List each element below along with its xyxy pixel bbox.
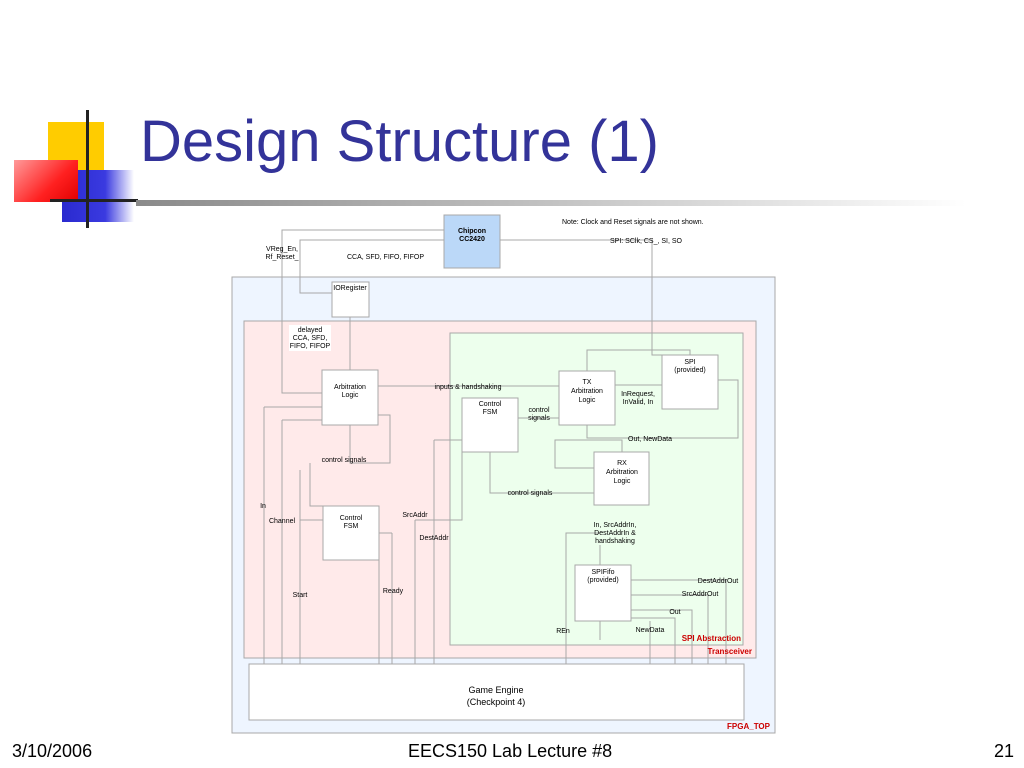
inrequest-label-1: InRequest, [621, 391, 655, 398]
game-engine-label-1: Game Engine [468, 685, 523, 695]
out-label: Out [669, 609, 680, 616]
ready-label: Ready [383, 588, 404, 595]
rx-arbitration-label-3: Logic [614, 478, 631, 485]
start-label: Start [293, 592, 308, 599]
arbitration-logic-label-1: Arbitration [334, 384, 366, 391]
in-srcaddrin-label-1: In, SrcAddrIn, [594, 522, 637, 529]
spififo-label-1: SPIFifo [592, 569, 615, 576]
chipcon-block [443, 214, 501, 269]
vreg-label-2: Rf_Reset_ [265, 254, 298, 261]
delayed-label-3: FIFO, FIFOP [290, 343, 331, 350]
control-fsm-main-label-1: Control [340, 515, 363, 522]
delayed-label-1: delayed [298, 327, 323, 334]
transceiver-label: Transceiver [708, 647, 752, 656]
control-fsm-spi-label-1: Control [479, 401, 502, 408]
control-fsm-main-block [322, 505, 380, 561]
rx-arbitration-block [593, 451, 650, 506]
diagram-note: Note: Clock and Reset signals are not sh… [562, 219, 704, 226]
logo-red-square [14, 160, 78, 202]
control-signals-vertical-1: control [528, 407, 549, 414]
in-label: In [260, 503, 266, 510]
spi-label-1: SPI [684, 359, 695, 366]
spi-label-2: (provided) [674, 367, 706, 374]
srcaddrout-label: SrcAddrOut [682, 591, 719, 598]
title-underline [136, 200, 966, 206]
spi-bus-label: SPI: SClk, CS_, SI, SO [610, 238, 683, 245]
arbitration-logic-label-2: Logic [342, 392, 359, 399]
game-engine-block [248, 663, 745, 721]
vreg-label-1: VReg_En, [266, 246, 298, 253]
control-fsm-spi-label-2: FSM [483, 409, 498, 416]
logo-vertical-line [86, 110, 89, 228]
ioregister-label: IORegister [333, 285, 367, 292]
in-srcaddrin-label-3: handshaking [595, 538, 635, 545]
srcaddr-label: SrcAddr [402, 512, 428, 519]
newdata-label: NewData [636, 627, 665, 634]
inrequest-label-2: InValid, In [623, 399, 654, 406]
spi-block [661, 354, 719, 410]
delayed-label-2: CCA, SFD, [293, 335, 328, 342]
destaddrout-label: DestAddrOut [698, 578, 739, 585]
ren-label: REn [556, 628, 570, 635]
destaddr-label: DestAddr [419, 535, 449, 542]
out-newdata-label: Out, NewData [628, 436, 672, 443]
game-engine-label-2: (Checkpoint 4) [467, 697, 526, 707]
logo-horizontal-line [50, 199, 138, 202]
control-signals-rx-label: control signals [508, 490, 553, 497]
ioregister-block [331, 281, 370, 318]
spififo-label-2: (provided) [587, 577, 619, 584]
control-signals-vertical-2: signals [528, 415, 550, 422]
fpga-top-label: FPGA_TOP [727, 722, 771, 731]
control-signals-left-label: control signals [322, 457, 367, 464]
rx-arbitration-label-1: RX [617, 460, 627, 467]
rx-arbitration-label-2: Arbitration [606, 469, 638, 476]
inputs-handshaking-label: inputs & handshaking [435, 384, 502, 391]
chipcon-label-1: Chipcon [458, 228, 486, 235]
chipcon-label-2: CC2420 [459, 236, 485, 243]
slide-logo [0, 0, 140, 240]
footer-date: 3/10/2006 [12, 741, 93, 761]
delayed-label-bg [289, 325, 331, 351]
tx-arbitration-block [558, 370, 616, 426]
tx-arbitration-label-2: Arbitration [571, 388, 603, 395]
control-fsm-main-label-2: FSM [344, 523, 359, 530]
control-fsm-spi-block [461, 397, 519, 453]
footer-page-number: 21 [993, 741, 1014, 761]
spi-abstraction-label: SPI Abstraction [682, 634, 741, 643]
tx-arbitration-label-3: Logic [579, 397, 596, 404]
footer-center: EECS150 Lab Lecture #8 [408, 741, 613, 761]
cca-bus-label: CCA, SFD, FIFO, FIFOP [347, 254, 424, 261]
slide-title: Design Structure (1) [140, 109, 659, 174]
spififo-block [574, 564, 632, 622]
channel-label: Channel [269, 518, 296, 525]
tx-arbitration-label-1: TX [583, 379, 592, 386]
in-srcaddrin-label-2: DestAddrIn & [594, 530, 636, 537]
